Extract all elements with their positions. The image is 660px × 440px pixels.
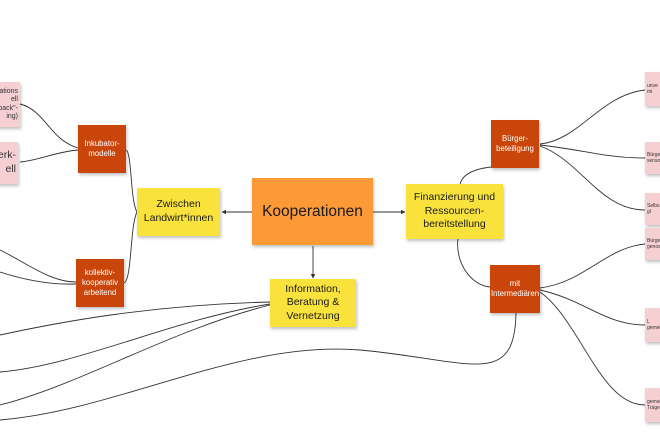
leaf-note-right-5[interactable]: L gemei <box>645 308 660 342</box>
leaf-note-right-3[interactable]: Selbs gl <box>645 193 660 225</box>
leaf-note-left-mid[interactable]: werk- ell <box>0 142 18 184</box>
connector-citizen-right-1 <box>539 89 646 145</box>
subtopic-citizen-participation[interactable]: Bürger- beteiligung <box>491 120 539 168</box>
leaf-note-left-top[interactable]: ations ell back"- ing) <box>0 82 20 127</box>
connector-collective-left-1 <box>0 249 77 283</box>
connector-intermediaries-bottom <box>0 311 517 421</box>
connector-intermediaries-right-3 <box>539 291 646 406</box>
connector-intermediaries-right-2 <box>539 289 646 326</box>
branch-financing-resources[interactable]: Finanzierung und Ressourcen- bereitstell… <box>406 184 503 239</box>
connector-citizen-right-2 <box>539 144 646 159</box>
connector-collective-left-2 <box>0 271 77 285</box>
connector-financing-intermediaries <box>457 237 491 288</box>
connector-citizen-right-3 <box>539 145 646 211</box>
leaf-note-right-1[interactable]: unve mi <box>645 72 660 106</box>
connector-financing-citizen <box>459 163 512 186</box>
subtopic-collective-cooperative[interactable]: kollektiv- kooperativ arbeitend <box>76 259 124 307</box>
branch-information-networking[interactable]: Information, Beratung & Vernetzung <box>270 279 356 327</box>
connector-information-left-1 <box>0 301 271 336</box>
branch-between-farmers[interactable]: Zwischen Landwirt*innen <box>137 188 220 236</box>
connector-intermediaries-right-1 <box>539 243 646 289</box>
leaf-note-right-2[interactable]: Bürge senso <box>645 142 660 174</box>
connector-farmers-collective <box>123 211 138 284</box>
connector-farmers-incubator <box>125 149 138 213</box>
connector-information-left-3 <box>0 304 271 406</box>
subtopic-incubator-models[interactable]: Inkubator- modelle <box>78 125 126 173</box>
leaf-note-right-6[interactable]: gemei Träger <box>645 388 660 422</box>
connector-incubator-leaf-mid <box>19 149 79 163</box>
connector-incubator-leaf-top <box>19 103 79 149</box>
leaf-note-right-4[interactable]: Bürge genoss <box>645 228 660 260</box>
subtopic-with-intermediaries[interactable]: mit Intermediären <box>490 265 540 313</box>
connector-information-left-2 <box>0 303 271 373</box>
central-topic-cooperations[interactable]: Kooperationen <box>252 178 373 245</box>
